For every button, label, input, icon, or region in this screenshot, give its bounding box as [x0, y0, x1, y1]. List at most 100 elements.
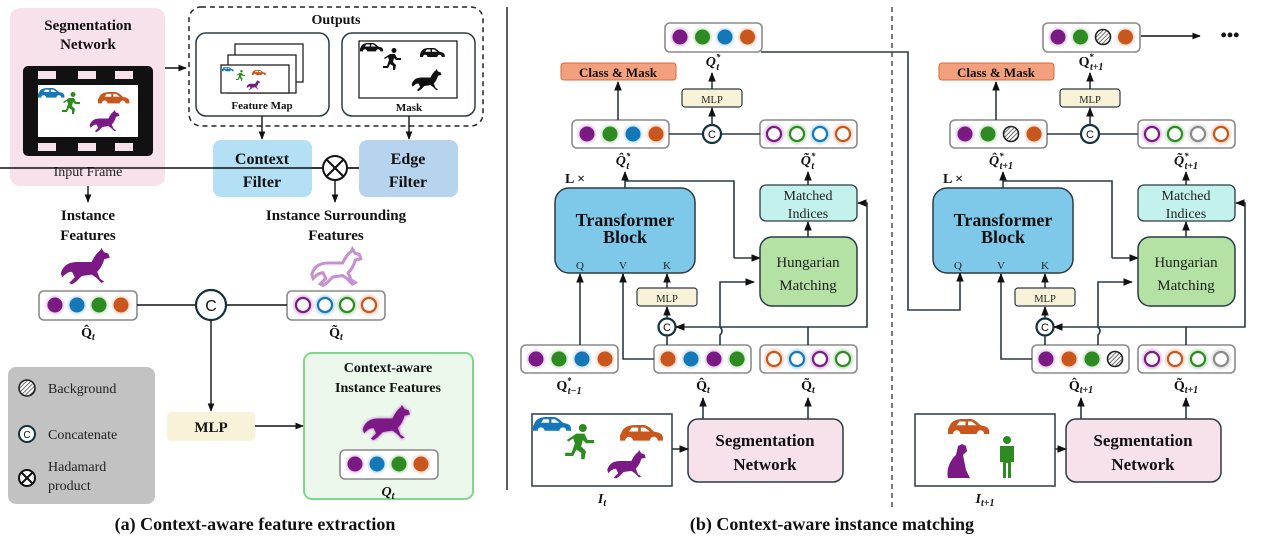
concatenate-operator-icon: C [194, 288, 228, 322]
q-star-t-to-next-frame-arrow [761, 51, 964, 311]
green-dot-token [391, 456, 407, 472]
ellipsis: ••• [1221, 25, 1240, 45]
svg-text:C: C [663, 322, 671, 334]
purple-ring-token [1143, 350, 1161, 368]
background-token-icon [1094, 28, 1112, 46]
purple-ring-token [765, 125, 783, 143]
orange-dot-token [1118, 29, 1133, 45]
legend-background-label: Background [48, 382, 116, 397]
seg-network-label-1: Segmentation [715, 431, 815, 450]
dog-outline-icon [310, 247, 363, 287]
legend-hadamard-label-1: Hadamard [48, 460, 106, 475]
purple-dot-token [672, 29, 688, 45]
film-strip-icon [23, 66, 153, 156]
q-hat-star-label: Q̂*t [616, 151, 631, 172]
orange-dot-token [1061, 351, 1077, 367]
q-tilde-label: Q̃t [801, 377, 816, 396]
image-label: It [597, 492, 607, 509]
port-k-label: K [663, 260, 671, 272]
green-ring-token [788, 125, 806, 143]
edge-filter-label-2: Filter [389, 174, 427, 191]
q-star-box [1042, 22, 1141, 53]
q-tilde-star-label: Q̃*t [801, 151, 816, 172]
green-dot-token [91, 297, 107, 313]
legend-concatenate-label: Concatenate [48, 428, 117, 443]
context-filter-label-2: Filter [243, 174, 281, 191]
hadamard-operator-icon [322, 155, 348, 181]
background-icon [18, 379, 36, 397]
transformer-label-2: Block [981, 227, 1025, 247]
concatenate-operator-icon: C [657, 317, 677, 337]
orange-dot-token [648, 126, 664, 142]
purple-ring-token [1143, 125, 1161, 143]
svg-text:C: C [1086, 129, 1094, 141]
orange-dot-token [740, 29, 755, 45]
q-hat-t-dots [46, 296, 130, 314]
q-hat-label: Q̂t+1 [1069, 377, 1093, 396]
q-tilde-label: Q̃t+1 [1174, 377, 1198, 396]
legend-hadamard-label-2: product [48, 479, 91, 494]
person-icon [1000, 446, 1014, 478]
context-aware-label-1: Context-aware [344, 361, 432, 376]
green-dot-token [1073, 29, 1088, 45]
purple-dot-token [528, 351, 544, 367]
seg-network-title-1: Segmentation [44, 18, 132, 34]
blue-dot-token [69, 297, 85, 313]
svg-text:C: C [708, 129, 716, 141]
q-t-box [339, 449, 439, 480]
orange-dot-token [597, 351, 613, 367]
hungarian-label-1: Hungarian [1154, 255, 1218, 271]
purple-dot-token [347, 456, 363, 472]
blue-ring-token [811, 125, 829, 143]
port-q-label: Q [954, 260, 962, 272]
surrounding-features-label-2: Features [308, 228, 364, 244]
layers-label: L × [565, 172, 585, 187]
green-ring-token [338, 296, 356, 314]
concatenate-icon: C [18, 425, 36, 443]
blue-dot-token [369, 456, 385, 472]
legend [8, 367, 155, 504]
q-hat-star-label: Q̂*t+1 [989, 151, 1013, 172]
hungarian-label-2: Matching [1157, 278, 1215, 294]
matched-label-2: Indices [1166, 207, 1206, 222]
purple-dot-token [47, 297, 63, 313]
svg-text:C: C [1041, 322, 1049, 334]
context-filter-label-1: Context [235, 151, 290, 168]
concatenate-operator-icon: C [1079, 123, 1101, 145]
q-tilde-star-label: Q̃*t+1 [1174, 151, 1198, 172]
seg-network-title-2: Network [60, 37, 116, 53]
edge-filter-box [359, 140, 458, 197]
purple-dot-token [579, 126, 595, 142]
blue-dot-token [717, 29, 733, 45]
instance-features-label-2: Features [60, 228, 116, 244]
svg-text:C: C [205, 298, 217, 315]
q-t-label: Qt [382, 485, 396, 502]
feature-map-label: Feature Map [231, 100, 292, 112]
purple-dot-token [1038, 351, 1054, 367]
purple-dot-token [706, 351, 722, 367]
orange-dot-token [413, 456, 429, 472]
q-star-prev-label: Q*t−1 [556, 376, 581, 397]
orange-ring-token [834, 125, 852, 143]
seg-network-label-1: Segmentation [1093, 431, 1193, 450]
mlp-box [167, 412, 255, 441]
orange-dot-token [113, 297, 129, 313]
blue-ring-token [788, 350, 806, 368]
mask-label: Mask [396, 102, 423, 114]
orange-ring-token [765, 350, 783, 368]
green-dot-token [980, 126, 996, 142]
q-hat-label: Q̂t [696, 377, 711, 396]
green-ring-token [1189, 350, 1207, 368]
orange-ring-token [1166, 350, 1184, 368]
mlp-top-label: MLP [701, 95, 723, 106]
transformer-label-2: Block [603, 227, 647, 247]
background-token-icon [1106, 350, 1124, 368]
port-v-label: V [997, 260, 1005, 272]
purple-ring-token [294, 296, 312, 314]
blue-dot-token [625, 126, 641, 142]
port-q-label: Q [576, 260, 584, 272]
outputs-title: Outputs [311, 13, 361, 28]
image-label: It+1 [975, 492, 995, 509]
panel-a: Segmentation Network Input Frame Outputs [0, 6, 484, 535]
green-dot-token [729, 351, 745, 367]
